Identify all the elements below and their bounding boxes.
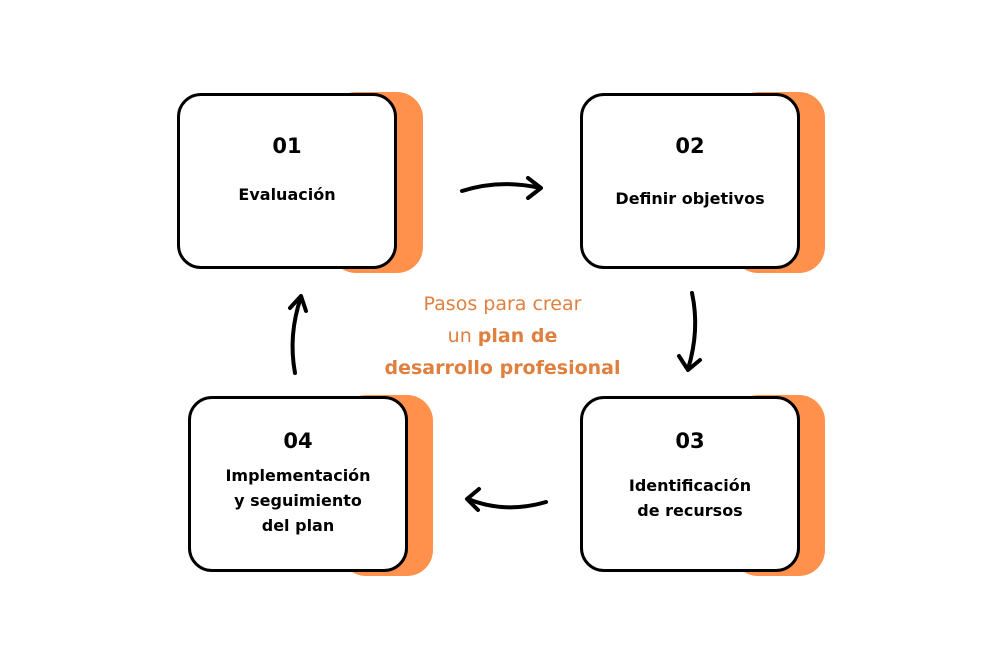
step-3-card: 03 Identificación de recursos [580,396,800,572]
title-line-3-bold: desarrollo profesional [384,357,621,379]
step-label: Identificación [628,476,752,495]
step-label: de recursos [637,501,743,520]
step-4-card: 04 Implementación y seguimiento del plan [188,396,408,572]
step-label: Implementación [225,466,371,485]
step-label: Evaluación [238,185,336,204]
title-line-2-bold: plan de [477,325,558,347]
step-label: y seguimiento [234,491,362,510]
title-line-1: Pasos para crear [423,293,582,315]
arrow-right-icon [460,176,543,200]
diagram-title: Pasos para crear un plan de desarrollo p… [360,288,645,384]
arrow-up-icon [288,294,308,375]
title-line-2-prefix: un [447,325,478,347]
step-number: 02 [675,134,705,158]
step-label: del plan [261,516,335,535]
step-1-card: 01 Evaluación [177,93,397,269]
step-number: 01 [272,134,302,158]
step-number: 03 [675,429,705,453]
step-number: 04 [283,429,313,453]
step-label: Definir objetivos [615,189,765,208]
arrow-left-icon [465,487,548,512]
step-2-card: 02 Definir objetivos [580,93,800,269]
arrow-down-icon [677,291,702,372]
